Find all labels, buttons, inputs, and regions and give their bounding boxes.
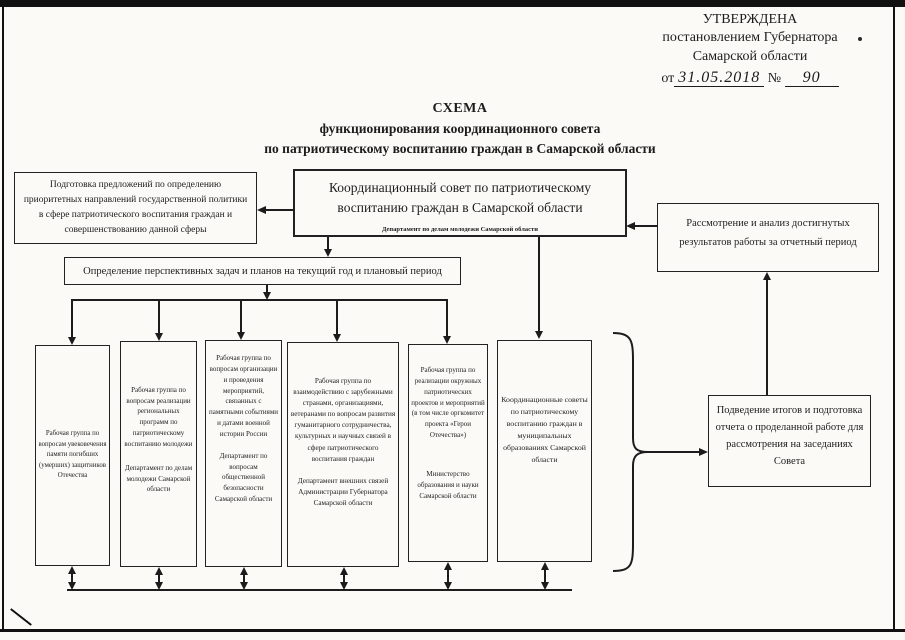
page-border-top: [0, 0, 905, 7]
group-1-title: Рабочая группа по вопросам увековечения …: [38, 430, 107, 480]
double-arrow-group6-line: [544, 569, 546, 584]
title-line-2: функционирования координационного совета: [319, 121, 601, 136]
arrow-summary-to-review-head: [762, 272, 771, 280]
tasks-bar-text: Определение перспективных задач и планов…: [83, 265, 442, 277]
page-border-bottom: [0, 629, 905, 632]
arrow-dist-to-group2-line: [158, 300, 160, 334]
arrow-dist-to-group4-head: [332, 334, 341, 342]
group-6-title: Координационные советы по патриотическом…: [501, 394, 588, 465]
arrow-review-to-council-head: [626, 221, 635, 230]
arrow-dist-to-group1-head: [67, 337, 76, 345]
double-arrow-group1-line: [71, 572, 73, 584]
arrow-dist-to-group2-head: [154, 333, 163, 341]
double-arrow-group3-down: [239, 582, 248, 590]
arrow-review-to-council-line: [632, 225, 658, 227]
group-box-6: Координационные советы по патриотическом…: [497, 340, 592, 562]
arrow-dist-to-group1-line: [71, 300, 73, 338]
page-border-right: [893, 6, 895, 632]
approval-line-3: Самарской области: [692, 48, 808, 64]
double-arrow-group5-down: [443, 582, 452, 590]
arrow-council-to-tasks-line: [327, 237, 329, 250]
double-arrow-group2-line: [158, 573, 160, 584]
proposals-text: Подготовка предложений по определению пр…: [23, 179, 248, 236]
arrow-tasks-to-dist-line: [266, 285, 268, 293]
council-box: Координационный совет по патриотическому…: [293, 169, 627, 237]
approval-number-handwritten: 90: [784, 69, 839, 88]
group-box-4: Рабочая группа по взаимодействию с заруб…: [287, 342, 399, 567]
group-box-3: Рабочая группа по вопросам организации и…: [205, 340, 282, 567]
group-2-subtitle: Департамент по делам молодежи Самарской …: [124, 463, 193, 494]
arrow-dist-to-group3-line: [240, 300, 242, 333]
page-border-left: [2, 6, 4, 632]
double-arrow-group5-line: [447, 569, 449, 584]
double-arrow-group4-up: [339, 567, 348, 575]
scan-artifact-diagonal: [10, 608, 32, 626]
group-4-subtitle: Департамент внешних связей Администрации…: [297, 476, 389, 508]
distribution-line: [71, 299, 448, 301]
double-arrow-group2-down: [154, 582, 163, 590]
group-5-title: Рабочая группа по реализации окружных па…: [411, 366, 485, 440]
group-box-2: Рабочая группа по вопросам реализации ре…: [120, 341, 197, 567]
double-arrow-group2-up: [154, 567, 163, 575]
group-4-title: Рабочая группа по взаимодействию с заруб…: [290, 376, 396, 463]
document-title: СХЕМА функционирования координационного …: [160, 98, 760, 160]
title-line-3: по патриотическому воспитанию граждан в …: [264, 141, 656, 157]
approval-line-1: УТВЕРЖДЕНА: [702, 12, 798, 27]
summary-text: Подведение итогов и подготовка отчета о …: [715, 405, 864, 467]
arrow-council-to-proposals-head: [257, 205, 266, 214]
double-arrow-group5-up: [443, 562, 452, 570]
tasks-bar: Определение перспективных задач и планов…: [64, 257, 461, 285]
bottom-bus-line: [67, 589, 572, 591]
double-arrow-group3-line: [243, 573, 245, 584]
group-2-title: Рабочая группа по вопросам реализации ре…: [124, 385, 193, 448]
summary-box: Подведение итогов и подготовка отчета о …: [708, 395, 871, 487]
arrow-dist-to-group5-head: [442, 336, 451, 344]
review-text: Рассмотрение и анализ достигнутых резуль…: [679, 218, 857, 248]
title-line-1: СХЕМА: [432, 101, 488, 116]
double-arrow-group1-up: [67, 566, 76, 574]
group-box-1: Рабочая группа по вопросам увековечения …: [35, 345, 110, 566]
arrow-council-to-group6-head: [534, 331, 543, 339]
approval-date-prefix: от: [661, 71, 675, 87]
arrow-tasks-to-dist-head: [262, 292, 271, 300]
double-arrow-group6-down: [540, 582, 549, 590]
approval-date-handwritten: 31.05.2018: [674, 69, 765, 88]
arrow-brace-to-summary-line: [648, 451, 700, 453]
arrow-dist-to-group3-head: [236, 332, 245, 340]
double-arrow-group4-down: [339, 582, 348, 590]
council-subtitle: Департамент по делам молодежи Самарской …: [382, 225, 538, 233]
approval-number-sign: №: [767, 71, 782, 87]
arrow-dist-to-group4-line: [336, 300, 338, 335]
arrow-council-to-tasks-head: [323, 249, 332, 257]
group-box-5: Рабочая группа по реализации окружных па…: [408, 344, 488, 562]
proposals-box: Подготовка предложений по определению пр…: [14, 172, 257, 244]
council-title: Координационный совет по патриотическому…: [328, 180, 592, 216]
arrow-dist-to-group5-line: [446, 300, 448, 337]
approval-stamp: УТВЕРЖДЕНА постановлением Губернатора Са…: [615, 11, 885, 89]
arrow-council-to-group6-line: [538, 237, 540, 332]
approval-line-2: постановлением Губернатора: [662, 30, 838, 46]
double-arrow-group1-down: [67, 582, 76, 590]
double-arrow-group4-line: [343, 573, 345, 584]
group-3-title: Рабочая группа по вопросам организации и…: [208, 354, 278, 438]
arrow-council-to-proposals-line: [263, 209, 294, 211]
arrow-summary-to-review-line: [766, 280, 768, 395]
scan-artifact-dot: [858, 37, 862, 41]
arrow-brace-to-summary-head: [699, 447, 708, 456]
review-box: Рассмотрение и анализ достигнутых резуль…: [657, 203, 879, 272]
group-3-subtitle: Департамент по вопросам общественной без…: [214, 451, 273, 504]
double-arrow-group3-up: [239, 567, 248, 575]
double-arrow-group6-up: [540, 562, 549, 570]
group-5-subtitle: Министерство образования и науки Самарск…: [417, 469, 479, 500]
